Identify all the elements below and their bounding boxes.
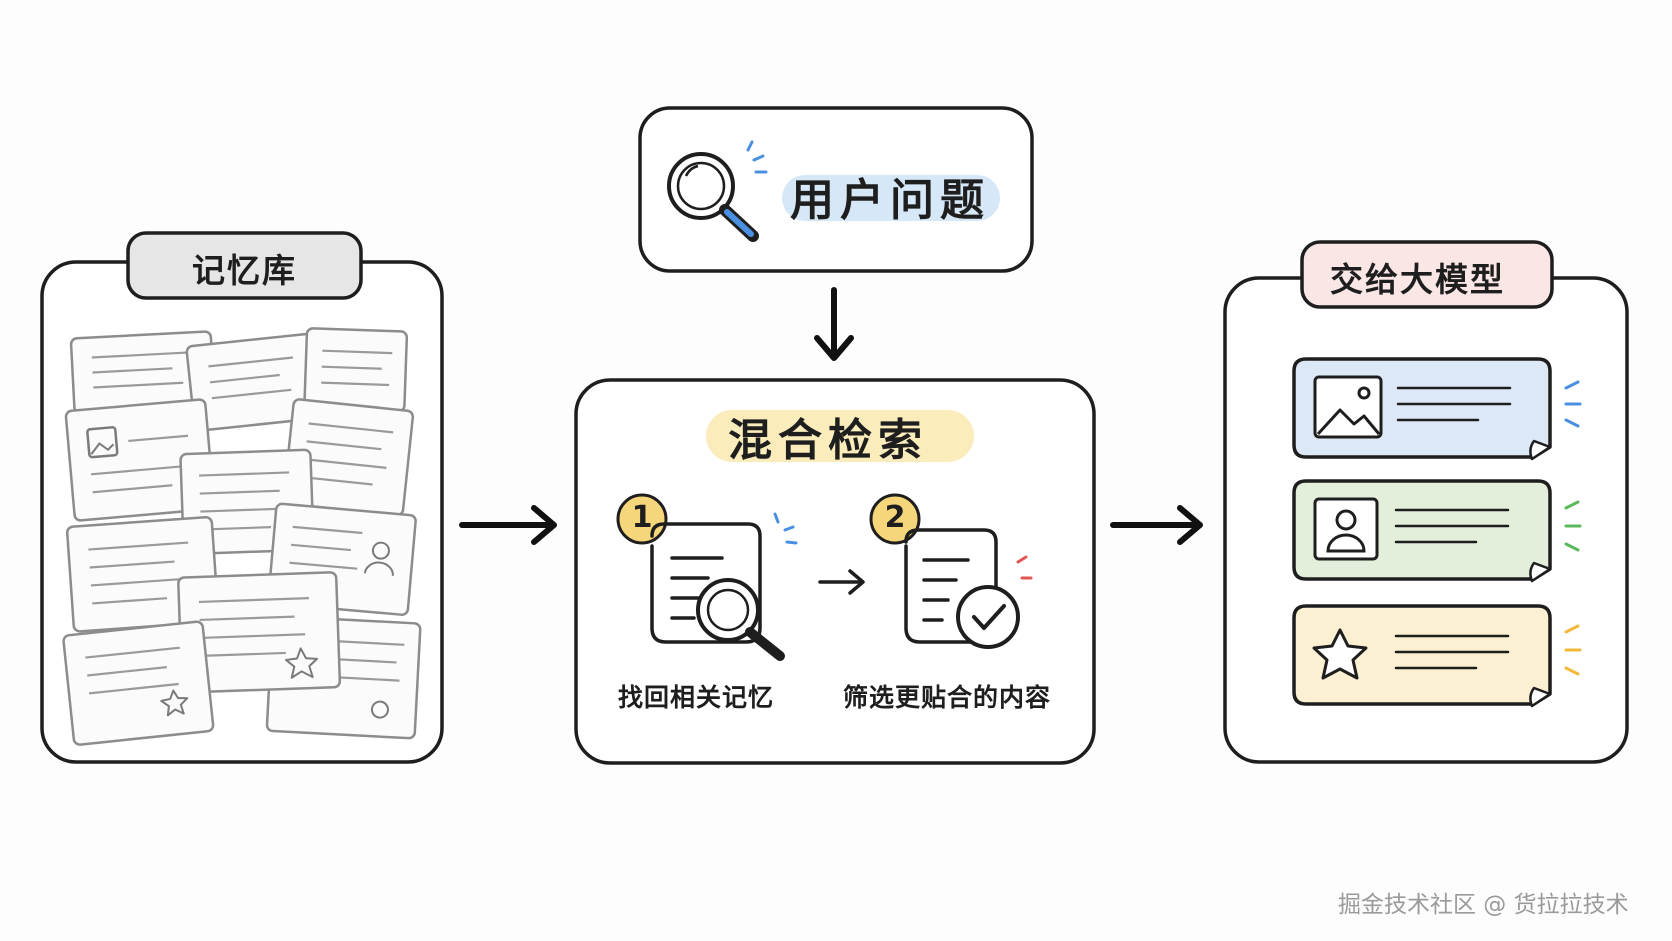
step-1-label: 找回相关记忆 [618, 683, 775, 712]
document-search-icon [650, 512, 798, 661]
step-2-number: 2 [884, 500, 906, 535]
llm-card-image [1292, 357, 1582, 461]
document-check-icon [904, 528, 1033, 649]
arrow-search-to-llm [1110, 505, 1203, 545]
arrow-question-to-search [814, 287, 854, 361]
image-icon [1313, 375, 1383, 439]
arrow-memory-to-search [459, 505, 557, 545]
step-2-badge [869, 493, 921, 545]
user-question-highlight [782, 175, 1000, 221]
llm-panel [1223, 240, 1629, 764]
llm-tab [1300, 240, 1554, 309]
llm-label: 交给大模型 [1330, 260, 1505, 299]
step-2-label: 筛选更贴合的内容 [843, 683, 1052, 712]
step-1-number: 1 [631, 500, 653, 535]
hybrid-search-panel [574, 378, 1096, 765]
memory-store-panel [40, 231, 444, 764]
memory-store-documents [62, 327, 422, 746]
magnifier-icon [667, 140, 768, 242]
user-question-box [638, 106, 1034, 273]
user-icon [1313, 497, 1379, 561]
watermark: 掘金技术社区 @ 货拉拉技术 [1338, 892, 1629, 918]
memory-store-label: 记忆库 [192, 251, 297, 290]
star-icon [1312, 628, 1368, 680]
llm-card-user [1292, 479, 1582, 583]
llm-card-star [1292, 604, 1582, 708]
hybrid-search-title-highlight [706, 410, 974, 462]
user-question-label: 用户问题 [790, 175, 990, 226]
memory-store-tab [126, 231, 363, 300]
arrow-step1-to-step2 [818, 569, 865, 595]
hybrid-search-title: 混合检索 [728, 415, 928, 466]
